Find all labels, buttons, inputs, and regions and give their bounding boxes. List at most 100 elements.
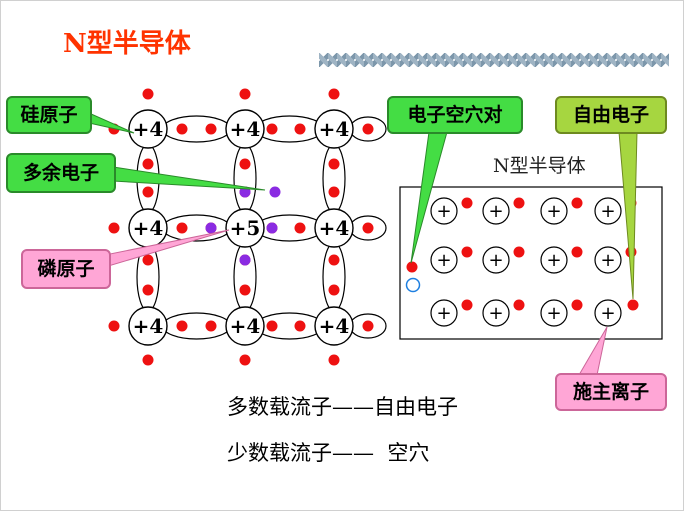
leader-p-atom (104, 229, 230, 268)
donor-ion-symbol: + (488, 303, 503, 324)
silicon-atom (314, 109, 354, 149)
donor-ion-symbol: + (546, 250, 561, 271)
donor-ion-symbol: + (488, 201, 503, 222)
bond-ellipse (254, 214, 325, 242)
electron (205, 320, 217, 332)
silicon-atom-label: +4 (319, 117, 350, 141)
callout-donor-ion: 施主离子 (555, 373, 667, 411)
donor-ion-symbol: + (488, 250, 503, 271)
donor-ion (594, 246, 622, 274)
phosphorus-atom (225, 208, 265, 248)
free-electron (571, 246, 583, 258)
pair-electron (406, 261, 418, 273)
electron (108, 320, 120, 332)
free-electron (571, 299, 583, 311)
extra-electron (266, 222, 278, 234)
bond-ellipse (254, 115, 325, 143)
donor-ion (594, 299, 622, 327)
silicon-atom-label: +4 (230, 117, 261, 141)
electron (362, 222, 374, 234)
donor-ion (430, 299, 458, 327)
donor-ion (430, 246, 458, 274)
silicon-atom-label: +4 (133, 314, 164, 338)
electron (239, 284, 251, 296)
electron (362, 320, 374, 332)
donor-ion (540, 246, 568, 274)
bond-ellipse (254, 312, 325, 340)
hole (405, 277, 421, 293)
bond-ellipse (161, 312, 232, 340)
donor-ion-symbol: + (436, 250, 451, 271)
electron (142, 254, 154, 266)
donor-ion (482, 197, 510, 225)
donor-ion (540, 299, 568, 327)
donor-ion-symbol: + (600, 201, 615, 222)
donor-ion (482, 246, 510, 274)
bond-ellipse (233, 242, 257, 312)
electron (266, 123, 278, 135)
free-electron (461, 246, 473, 258)
electron (328, 354, 340, 366)
extra-electron (205, 222, 217, 234)
electron (294, 222, 306, 234)
electron (328, 88, 340, 100)
free-electron (513, 197, 525, 209)
silicon-atom-label: +4 (319, 216, 350, 240)
callout-electron-hole-pair: 电子空穴对 (387, 96, 523, 134)
box-label: N型半导体 (493, 155, 586, 177)
phosphorus-atom-label: +5 (230, 216, 261, 240)
donor-ion (594, 197, 622, 225)
silicon-atom-label: +4 (230, 314, 261, 338)
free-electron (513, 299, 525, 311)
callout-leaders (88, 112, 638, 376)
lattice-atoms: +4+4+4+4+5+4+4+4+4 (128, 109, 354, 346)
silicon-atom (128, 306, 168, 346)
electron (362, 123, 374, 135)
donor-ion-symbol: + (600, 303, 615, 324)
donor-ion-symbol: + (600, 250, 615, 271)
donor-ion (482, 299, 510, 327)
free-electron (627, 299, 639, 311)
silicon-atom-label: +4 (319, 314, 350, 338)
donor-ion-symbol: + (436, 201, 451, 222)
free-electron (461, 197, 473, 209)
electron (294, 320, 306, 332)
page-title: N型半导体 (63, 29, 191, 59)
bond-ellipse (322, 143, 346, 214)
extra-electron (269, 186, 281, 198)
electron (142, 158, 154, 170)
electron (328, 254, 340, 266)
decorative-diamond-rule (319, 53, 669, 67)
extra-electron (239, 254, 251, 266)
free-electron (513, 246, 525, 258)
donor-ion-symbol: + (436, 303, 451, 324)
silicon-atom (314, 306, 354, 346)
callout-si-atom: 硅原子 (6, 96, 92, 134)
bond-ellipse (161, 115, 232, 143)
silicon-atom (225, 306, 265, 346)
electron (142, 354, 154, 366)
electron (142, 186, 154, 198)
free-electron (571, 197, 583, 209)
callout-p-atom: 磷原子 (21, 249, 111, 289)
electron (142, 284, 154, 296)
electron (176, 320, 188, 332)
electron (266, 320, 278, 332)
electron (328, 284, 340, 296)
callout-free-electron: 自由电子 (555, 96, 667, 134)
donor-ion (430, 197, 458, 225)
bond-ellipse (322, 242, 346, 312)
electron (239, 158, 251, 170)
valence-electrons (108, 88, 374, 366)
callout-extra-electron: 多余电子 (6, 153, 116, 193)
electron (176, 222, 188, 234)
silicon-atom-label: +4 (133, 216, 164, 240)
electron (328, 158, 340, 170)
electron (108, 222, 120, 234)
free-electron (461, 299, 473, 311)
silicon-atom (314, 208, 354, 248)
silicon-atom (128, 109, 168, 149)
leader-extra-electron (112, 166, 266, 191)
n-type-box: ++++++++++++ (399, 186, 663, 340)
